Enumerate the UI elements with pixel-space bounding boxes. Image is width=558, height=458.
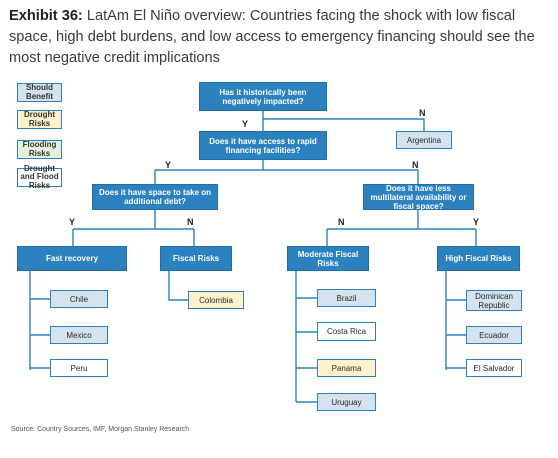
country-panama: Panama [317,359,376,377]
line-fiscal-risks-children [168,271,188,301]
country-el-salvador: El Salvador [466,359,522,377]
branch-q3-yes: Y [69,217,76,227]
country-mexico: Mexico [50,326,108,344]
legend-drought-risks: Drought Risks [17,110,62,129]
branch-q1-no: N [419,108,426,118]
branch-q4-yes: Y [473,217,480,227]
question-debt-space: Does it have space to take on additional… [92,184,218,210]
outcome-argentina: Argentina [396,131,452,149]
outcome-moderate-fiscal-risks: Moderate Fiscal Risks [287,246,369,271]
country-dominican-republic: Dominican Republic [466,290,522,311]
country-costa-rica: Costa Rica [317,322,376,341]
line-high-children [445,271,466,370]
question-rapid-financing: Does it have access to rapid financing f… [199,131,327,160]
branch-q2-yes: Y [165,160,172,170]
country-chile: Chile [50,290,108,308]
branch-q4-no: N [338,217,345,227]
line-q1-argentina [263,118,425,131]
source-note: Source: Country Sources, IMF, Morgan Sta… [11,426,190,433]
country-colombia: Colombia [188,291,244,309]
country-peru: Peru [50,359,108,377]
legend-drought-flood-risks: Drought and Flood Risks [17,164,62,190]
legend-should-benefit: Should Benefit [17,83,62,102]
country-ecuador: Ecuador [466,326,522,344]
exhibit-text: LatAm El Niño overview: Countries facing… [9,8,535,66]
branch-q2-no: N [412,160,419,170]
question-historically-impacted: Has it historically been negatively impa… [199,82,327,111]
exhibit-number: Exhibit 36: [9,8,83,24]
line-q4-branches [326,210,477,246]
country-uruguay: Uruguay [317,393,376,411]
legend-flooding-risks: Flooding Risks [17,140,62,159]
outcome-high-fiscal-risks: High Fiscal Risks [437,246,520,271]
branch-q1-yes: Y [242,119,249,129]
outcome-fiscal-risks: Fiscal Risks [160,246,232,271]
question-multilateral-availability: Does it have less multilateral availabil… [363,184,474,211]
branch-q3-no: N [187,217,194,227]
exhibit-title: Exhibit 36: LatAm El Niño overview: Coun… [9,6,554,69]
country-brazil: Brazil [317,289,376,307]
line-q2-branches [154,160,419,184]
line-q3-branches [72,210,195,246]
line-fast-recovery-children [29,271,50,370]
outcome-fast-recovery: Fast recovery [17,246,127,271]
line-moderate-children [295,271,317,403]
